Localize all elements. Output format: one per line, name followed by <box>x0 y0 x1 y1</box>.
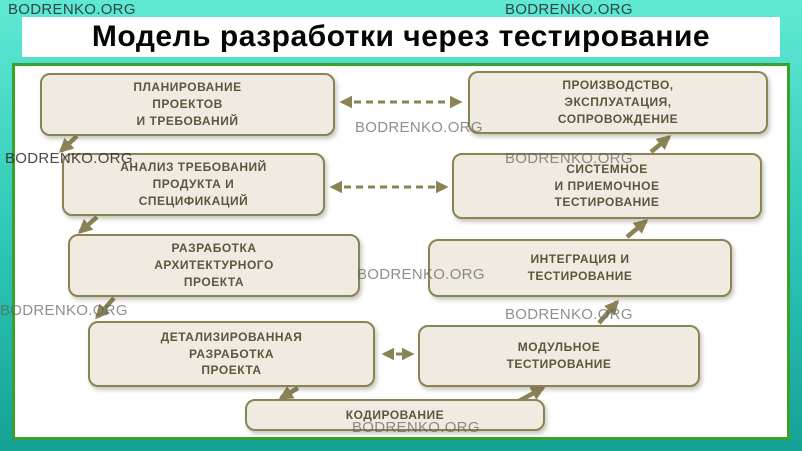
node-planning-label: ПЛАНИРОВАНИЕ ПРОЕКТОВ И ТРЕБОВАНИЙ <box>133 80 242 128</box>
watermark-text: BODRENKO.ORG <box>0 302 128 319</box>
node-analysis-label: АНАЛИЗ ТРЕБОВАНИЙ ПРОДУКТА И СПЕЦИФИКАЦИ… <box>120 160 267 208</box>
page-title: Модель разработки через тестирование <box>91 20 711 53</box>
watermark-text: BODRENKO.ORG <box>505 306 633 323</box>
node-architecture: РАЗРАБОТКА АРХИТЕКТУРНОГО ПРОЕКТА <box>68 234 360 297</box>
node-integration-testing-label: ИНТЕГРАЦИЯ И ТЕСТИРОВАНИЕ <box>527 252 633 283</box>
node-production-label: ПРОИЗВОДСТВО, ЭКСПЛУАТАЦИЯ, СОПРОВОЖДЕНИ… <box>557 78 679 126</box>
node-module-testing: МОДУЛЬНОЕ ТЕСТИРОВАНИЕ <box>418 325 700 387</box>
title-bar: Модель разработки через тестирование <box>22 17 780 57</box>
node-system-testing-label: СИСТЕМНОЕ И ПРИЕМОЧНОЕ ТЕСТИРОВАНИЕ <box>554 161 660 210</box>
arrow-analysis-to-architecture <box>77 215 99 234</box>
node-module-testing-label: МОДУЛЬНОЕ ТЕСТИРОВАНИЕ <box>506 340 612 371</box>
node-architecture-label: РАЗРАБОТКА АРХИТЕКТУРНОГО ПРОЕКТА <box>154 241 274 289</box>
node-production: ПРОИЗВОДСТВО, ЭКСПЛУАТАЦИЯ, СОПРОВОЖДЕНИ… <box>468 71 768 134</box>
watermark-text: BODRENKO.ORG <box>8 1 136 18</box>
watermark-text: BODRENKO.ORG <box>352 419 480 436</box>
node-analysis: АНАЛИЗ ТРЕБОВАНИЙ ПРОДУКТА И СПЕЦИФИКАЦИ… <box>62 153 325 216</box>
arrow-detailed-to-coding <box>278 385 300 400</box>
node-integration-testing: ИНТЕГРАЦИЯ И ТЕСТИРОВАНИЕ <box>428 239 732 297</box>
node-system-testing: СИСТЕМНОЕ И ПРИЕМОЧНОЕ ТЕСТИРОВАНИЕ <box>452 153 762 219</box>
node-planning: ПЛАНИРОВАНИЕ ПРОЕКТОВ И ТРЕБОВАНИЙ <box>40 73 335 136</box>
watermark-text: BODRENKO.ORG <box>505 1 633 18</box>
arrow-planning-to-analysis <box>58 134 79 153</box>
watermark-text: BODRENKO.ORG <box>505 150 633 167</box>
arrow-integration-to-system <box>625 219 649 239</box>
node-detailed-design: ДЕТАЛИЗИРОВАННАЯ РАЗРАБОТКА ПРОЕКТА <box>88 321 375 387</box>
node-coding-label: КОДИРОВАНИЕ <box>345 407 445 422</box>
watermark-text: BODRENKO.ORG <box>355 119 483 136</box>
node-detailed-design-label: ДЕТАЛИЗИРОВАННАЯ РАЗРАБОТКА ПРОЕКТА <box>160 329 303 378</box>
node-coding: КОДИРОВАНИЕ <box>245 399 545 431</box>
arrow-system-to-production <box>649 135 672 154</box>
watermark-text: BODRENKO.ORG <box>5 150 133 167</box>
diagram-area: ПЛАНИРОВАНИЕ ПРОЕКТОВ И ТРЕБОВАНИЙ ПРОИЗ… <box>12 63 790 440</box>
watermark-text: BODRENKO.ORG <box>357 266 485 283</box>
